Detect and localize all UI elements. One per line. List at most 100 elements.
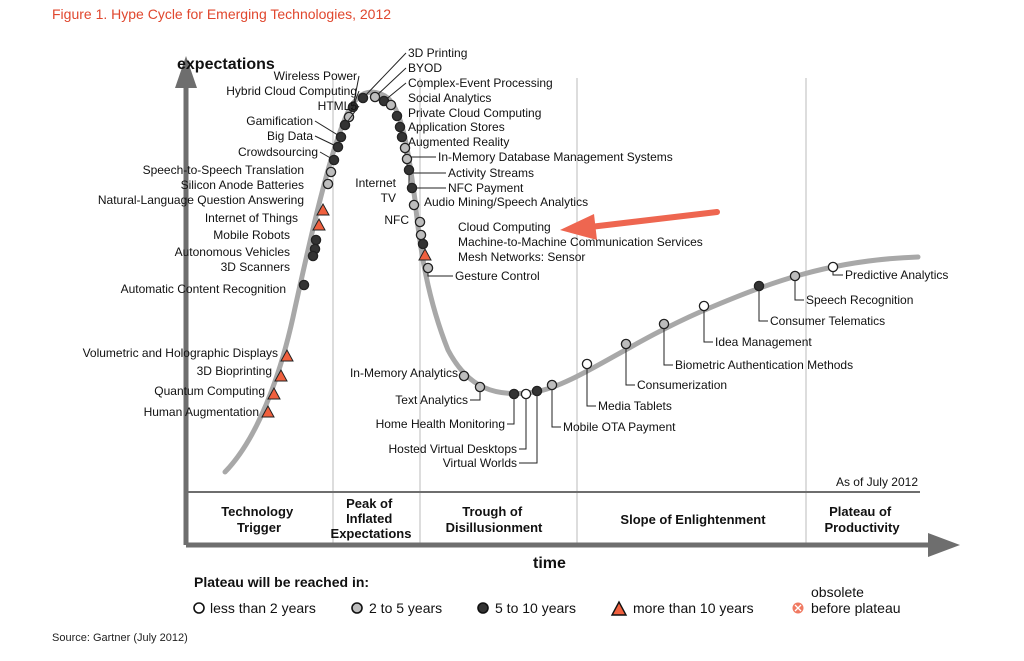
legend: Plateau will be reached in: less than 2 … bbox=[193, 574, 901, 616]
tech-item-crowdsourcing: Crowdsourcing bbox=[238, 145, 340, 166]
leader-line bbox=[586, 364, 596, 407]
tech-label: Gamification bbox=[246, 114, 313, 128]
tech-label: Social Analytics bbox=[408, 91, 491, 105]
marker-triangle bbox=[316, 202, 330, 216]
tech-item-nfc-payment: NFC Payment bbox=[403, 164, 524, 195]
tech-item-social-analytics: Social Analytics bbox=[385, 91, 491, 111]
legend-marker-dark bbox=[477, 602, 489, 614]
tech-label: HTML5 bbox=[318, 99, 358, 113]
tech-item-home-health-monitoring: Home Health Monitoring bbox=[376, 388, 520, 431]
marker-circle bbox=[474, 381, 486, 393]
tech-item-in-memory-analytics: In-Memory Analytics bbox=[350, 366, 470, 382]
tech-label: 3D Bioprinting bbox=[197, 364, 272, 378]
x-axis-label: time bbox=[533, 555, 566, 572]
marker-circle bbox=[827, 261, 839, 273]
leader-line bbox=[551, 385, 561, 428]
tech-item-quantum-computing: Quantum Computing bbox=[154, 384, 281, 400]
tech-item-predictive-analytics: Predictive Analytics bbox=[827, 261, 948, 282]
marker-circle bbox=[414, 216, 426, 228]
legend-marker-triangle bbox=[610, 600, 628, 616]
tech-item-3d-scanners: 3D Scanners bbox=[221, 250, 319, 274]
marker-triangle bbox=[280, 348, 294, 362]
legend-marker-obsolete bbox=[792, 602, 804, 614]
marker-circle bbox=[531, 385, 543, 397]
marker-circle bbox=[357, 92, 369, 104]
tech-label: Hosted Virtual Desktops bbox=[388, 442, 517, 456]
phase-peak: Peak of Inflated Expectations bbox=[331, 496, 412, 541]
tech-label: Internet of Things bbox=[205, 211, 298, 225]
tech-item-private-cloud-computing: Private Cloud Computing bbox=[391, 106, 541, 122]
phase-labels: Technology Trigger Peak of Inflated Expe… bbox=[221, 496, 900, 541]
tech-label: Volumetric and Holographic Displays bbox=[83, 346, 278, 360]
marker-circle bbox=[394, 121, 406, 133]
marker-circle bbox=[310, 234, 322, 246]
tech-label: Complex-Event Processing bbox=[408, 76, 553, 90]
marker-circle bbox=[520, 388, 532, 400]
tech-label: Application Stores bbox=[408, 120, 505, 134]
tech-label: NFC Payment bbox=[448, 181, 524, 195]
tech-item-cloud-computing: Cloud Computing bbox=[415, 220, 551, 241]
tech-label: Automatic Content Recognition bbox=[121, 282, 286, 296]
legend-label-5to10: 5 to 10 years bbox=[495, 600, 576, 616]
tech-label: Quantum Computing bbox=[154, 384, 265, 398]
marker-circle bbox=[508, 388, 520, 400]
legend-label-2to5: 2 to 5 years bbox=[369, 600, 442, 616]
marker-circle bbox=[789, 270, 801, 282]
tech-item-big-data: Big Data bbox=[267, 129, 344, 153]
tech-label: Wireless Power bbox=[274, 69, 357, 83]
tech-label: Virtual Worlds bbox=[443, 456, 517, 470]
tech-item-byod: BYOD bbox=[369, 61, 442, 103]
marker-circle bbox=[417, 238, 429, 250]
tech-label: Speech Recognition bbox=[806, 293, 913, 307]
tech-label: Crowdsourcing bbox=[238, 145, 318, 159]
tech-label: Home Health Monitoring bbox=[376, 417, 505, 431]
leader-line bbox=[507, 394, 515, 425]
marker-circle bbox=[546, 379, 558, 391]
tech-label: 3D Scanners bbox=[221, 260, 290, 274]
tech-label: Mesh Networks: Sensor bbox=[458, 250, 585, 264]
tech-label: Augmented Reality bbox=[408, 135, 509, 149]
tech-label: Human Augmentation bbox=[144, 405, 259, 419]
phase-slope: Slope of Enlightenment bbox=[620, 512, 766, 527]
tech-label: Activity Streams bbox=[448, 166, 534, 180]
tech-item-internet-of-things: Internet of Things bbox=[205, 211, 326, 231]
tech-label: Mobile OTA Payment bbox=[563, 420, 676, 434]
phase-plateau: Plateau of Productivity bbox=[824, 504, 900, 535]
marker-circle bbox=[369, 91, 381, 103]
tech-item-text-analytics: Text Analytics bbox=[395, 381, 486, 407]
tech-item-gamification: Gamification bbox=[246, 114, 347, 143]
marker-circle bbox=[581, 358, 593, 370]
tech-item-automatic-content-recognition: Automatic Content Recognition bbox=[121, 279, 310, 296]
highlight-arrow bbox=[560, 209, 720, 240]
tech-item-activity-streams: Activity Streams bbox=[401, 153, 534, 180]
marker-triangle bbox=[312, 217, 326, 231]
x-axis bbox=[186, 533, 960, 557]
marker-circle bbox=[298, 279, 310, 291]
marker-circle bbox=[332, 141, 344, 153]
tech-label: Gesture Control bbox=[455, 269, 540, 283]
leader-line bbox=[703, 306, 713, 343]
tech-item-hybrid-cloud-computing: Hybrid Cloud Computing bbox=[226, 84, 360, 123]
leader-line bbox=[663, 324, 673, 366]
legend-marker-light bbox=[351, 602, 363, 614]
tech-item-mesh-networks-sensor: Mesh Networks: Sensor bbox=[418, 247, 585, 264]
tech-label: Machine-to-Machine Communication Service… bbox=[458, 235, 703, 249]
tech-item-virtual-worlds: Virtual Worlds bbox=[443, 385, 543, 470]
leader-line bbox=[352, 75, 360, 108]
marker-circle bbox=[307, 250, 319, 262]
y-axis bbox=[175, 56, 197, 545]
marker-circle bbox=[401, 153, 413, 165]
tech-label: Text Analytics bbox=[395, 393, 468, 407]
tech-item-html5: HTML5 bbox=[318, 99, 360, 131]
leader-line bbox=[519, 394, 527, 450]
tech-label: Idea Management bbox=[715, 335, 812, 349]
figure-title: Figure 1. Hype Cycle for Emerging Techno… bbox=[52, 6, 392, 22]
marker-circle bbox=[753, 280, 765, 292]
leader-line bbox=[758, 286, 768, 322]
source-note: Source: Gartner (July 2012) bbox=[52, 632, 188, 644]
tech-label: Silicon Anode Batteries bbox=[181, 178, 304, 192]
tech-item-biometric-authentication-methods: Biometric Authentication Methods bbox=[658, 318, 853, 372]
